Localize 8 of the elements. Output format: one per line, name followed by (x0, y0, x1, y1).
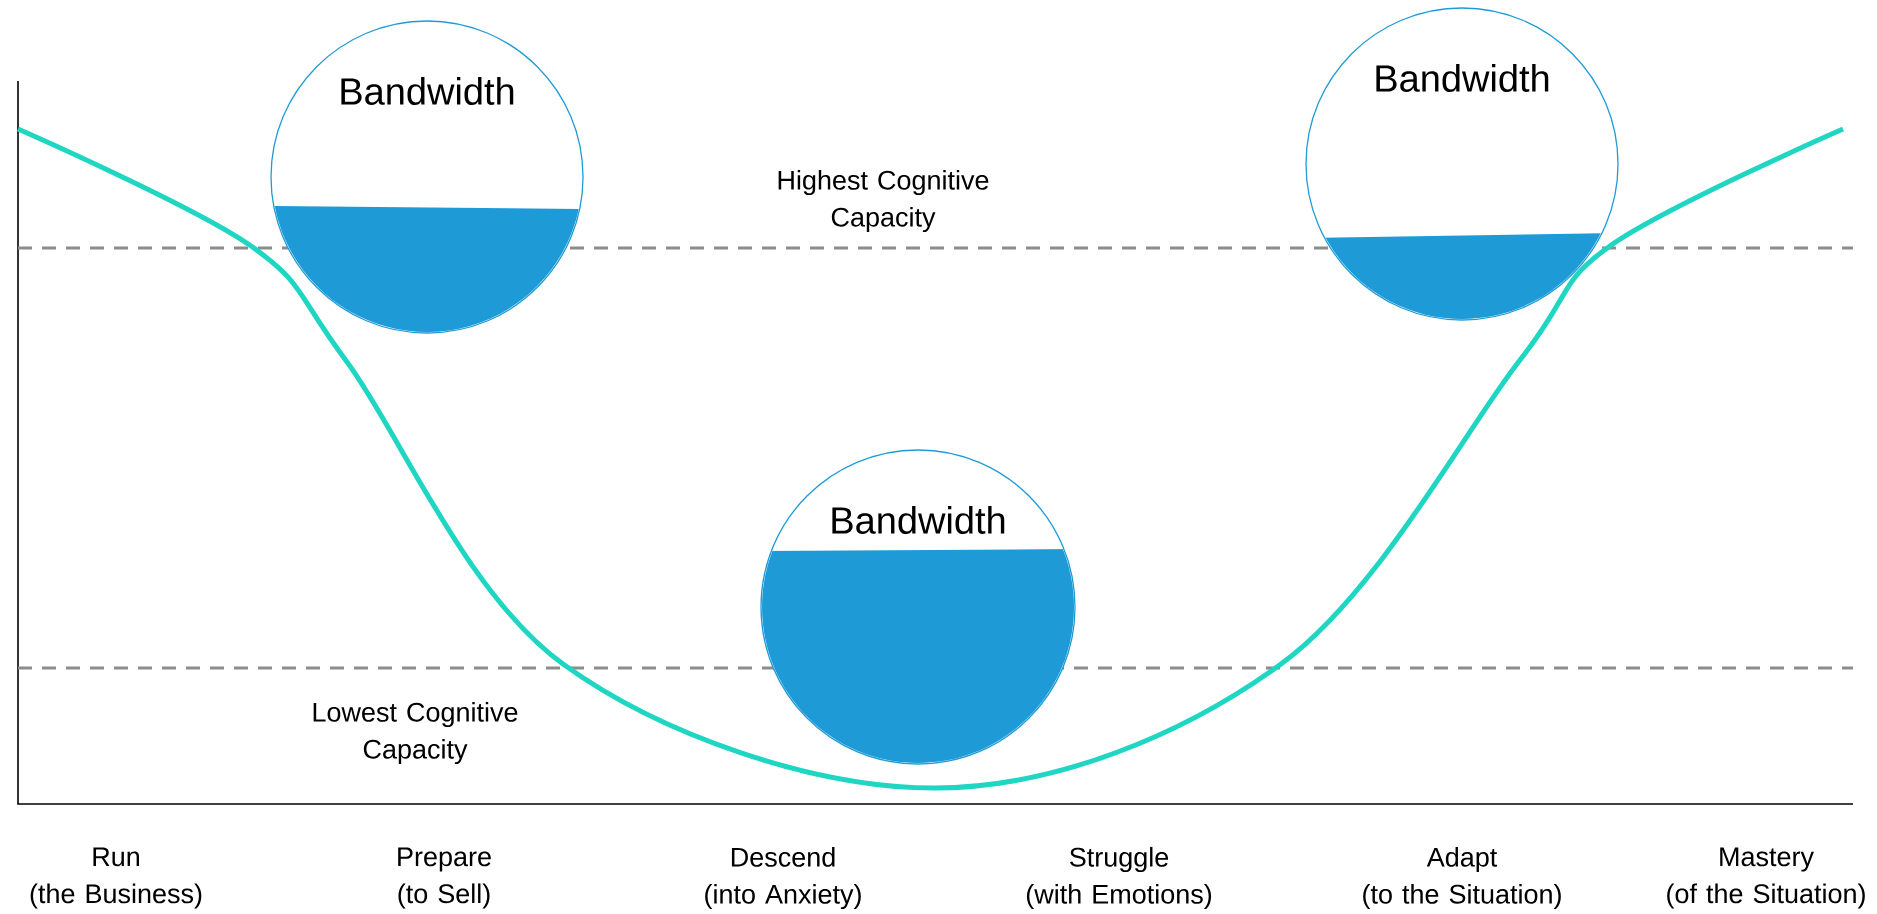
axis-label: Run (the Business) (30, 847, 202, 909)
axis-label: Mastery (of the Situation) (1667, 847, 1865, 909)
axis-label: Lowest Cognitive Capacity (313, 701, 518, 765)
axis-label: Struggle (with Emotions) (1026, 846, 1212, 910)
axis-label: Adapt (to the Situation) (1363, 846, 1561, 910)
axis-label: Descend (into Anxiety) (705, 846, 861, 910)
axis-label: Prepare (to Sell) (398, 847, 491, 909)
axis-label: Highest Cognitive Capacity (778, 169, 989, 233)
